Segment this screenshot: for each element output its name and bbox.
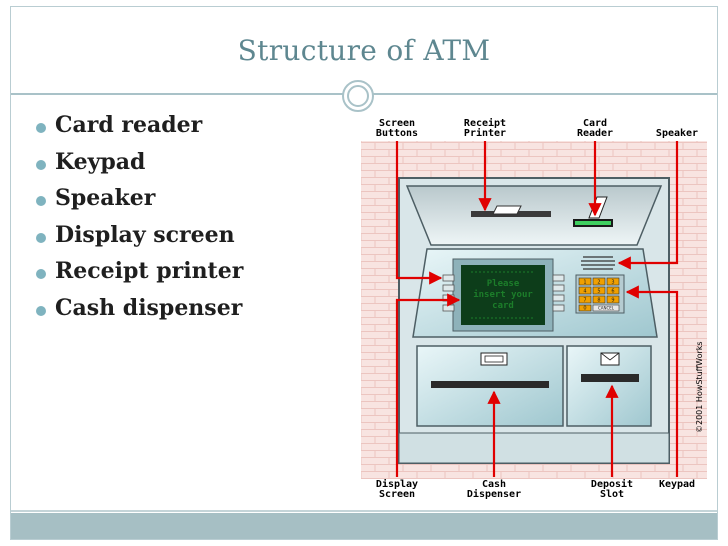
deposit-slot bbox=[581, 374, 639, 382]
bullet-icon bbox=[36, 196, 46, 206]
arrow-screen-buttons bbox=[395, 141, 443, 285]
bullet-item: Display screen bbox=[36, 222, 243, 259]
arrow-keypad bbox=[625, 285, 679, 477]
screen-text-line: Please bbox=[487, 279, 520, 289]
label-deposit-slot: Deposit bbox=[591, 478, 633, 490]
screen-text-line: card bbox=[492, 301, 514, 311]
display-screen bbox=[461, 265, 545, 325]
cash-slot bbox=[431, 381, 549, 388]
svg-text:5: 5 bbox=[597, 289, 600, 295]
screen-button bbox=[442, 284, 455, 292]
label-card-reader: Card bbox=[583, 118, 607, 129]
slide-title: Structure of ATM bbox=[237, 34, 491, 67]
bullet-icon bbox=[36, 269, 46, 279]
screen-button bbox=[442, 304, 455, 312]
label-receipt-printer: Receipt bbox=[464, 117, 506, 129]
atm-base bbox=[398, 432, 670, 464]
bullet-icon bbox=[36, 123, 46, 133]
bullet-item: Speaker bbox=[36, 185, 243, 222]
screen-button bbox=[552, 274, 565, 282]
label-speaker: Speaker bbox=[656, 128, 698, 139]
bullet-item: Cash dispenser bbox=[36, 295, 243, 332]
footer-divider bbox=[11, 510, 717, 512]
label-cash-dispenser: Dispenser bbox=[467, 488, 521, 500]
label-card-reader: Reader bbox=[577, 128, 613, 139]
card-slot-light bbox=[575, 221, 611, 225]
title-ornament bbox=[342, 80, 374, 112]
label-keypad: Keypad bbox=[659, 479, 695, 490]
screen-button bbox=[552, 294, 565, 302]
slide-frame bbox=[10, 6, 718, 540]
copyright-text: ©2001 HowStuffWorks bbox=[695, 341, 704, 433]
footer-bar bbox=[11, 513, 717, 539]
label-display-screen: Display bbox=[376, 478, 418, 490]
svg-text:1: 1 bbox=[583, 280, 586, 286]
bullet-icon bbox=[36, 305, 46, 316]
label-display-screen: Screen bbox=[379, 489, 415, 500]
bullet-icon bbox=[36, 159, 46, 170]
label-deposit-slot: Slot bbox=[600, 489, 624, 500]
label-screen-buttons: Buttons bbox=[376, 128, 418, 139]
label-cash-dispenser: Cash bbox=[482, 479, 506, 490]
svg-text:2: 2 bbox=[597, 280, 600, 286]
svg-text:4: 4 bbox=[583, 289, 586, 295]
receipt-paper-icon bbox=[492, 205, 522, 215]
speaker-grille bbox=[581, 256, 615, 270]
svg-text:0: 0 bbox=[583, 306, 586, 312]
arrow-display-screen bbox=[395, 293, 461, 477]
bullet-icon bbox=[36, 232, 46, 243]
screen-text-line: insert your bbox=[473, 289, 533, 300]
label-receipt-printer: Printer bbox=[464, 127, 506, 139]
bullet-list: Card reader Keypad Speaker Display scree… bbox=[36, 112, 243, 331]
svg-text:8: 8 bbox=[597, 298, 600, 304]
label-screen-buttons: Screen bbox=[379, 118, 415, 129]
svg-text:7: 7 bbox=[583, 298, 586, 304]
keypad bbox=[575, 274, 625, 314]
bullet-item: Keypad bbox=[36, 149, 243, 186]
svg-text:3: 3 bbox=[611, 280, 614, 286]
screen-button bbox=[552, 284, 565, 292]
atm-diagram: Please insert your card bbox=[361, 115, 707, 508]
screen-button bbox=[442, 274, 455, 282]
svg-text:6: 6 bbox=[611, 289, 614, 295]
bullet-item: Card reader bbox=[36, 112, 243, 149]
svg-text:9: 9 bbox=[611, 298, 614, 304]
svg-text:CANCEL: CANCEL bbox=[598, 306, 615, 311]
arrow-speaker bbox=[617, 141, 679, 270]
screen-button bbox=[552, 304, 565, 312]
bullet-item: Receipt printer bbox=[36, 258, 243, 295]
callout-arrows bbox=[395, 141, 679, 477]
keypad-labels: 1 2 3 4 5 6 7 8 9 0 CANCEL bbox=[583, 280, 614, 312]
